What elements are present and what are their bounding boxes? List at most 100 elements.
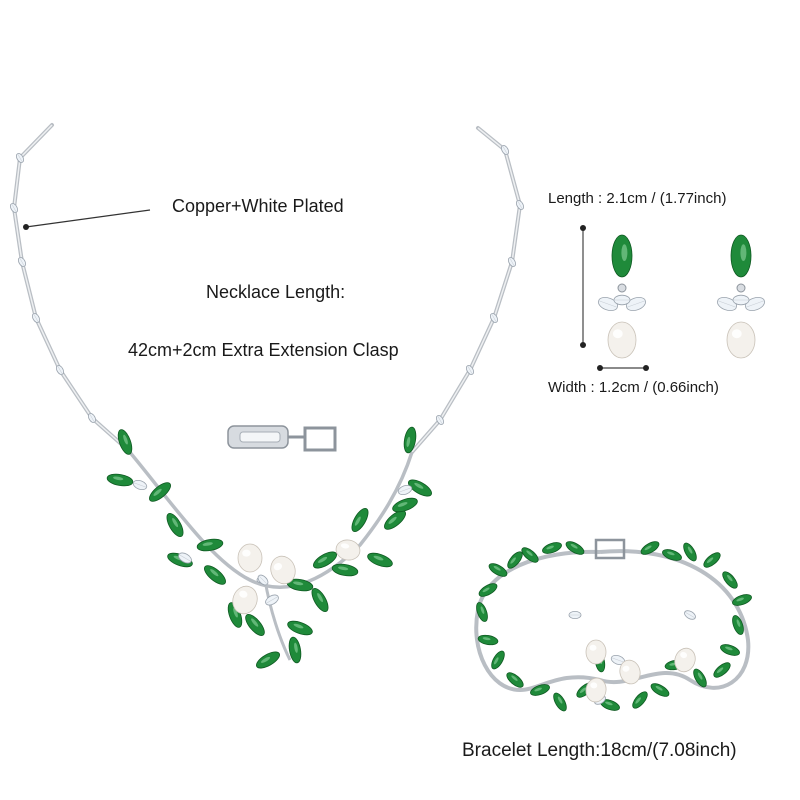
- pearl: [585, 677, 607, 703]
- emerald-leaf: [196, 538, 224, 552]
- crystal: [684, 610, 696, 620]
- pearl: [335, 539, 361, 561]
- pearl: [607, 321, 637, 359]
- bracelet-length-label: Bracelet Length:18cm/(7.08inch): [462, 740, 737, 761]
- emerald-leaf: [311, 588, 329, 612]
- emerald-leaf: [611, 234, 633, 278]
- crystal: [465, 365, 475, 375]
- emerald-leaf: [730, 234, 752, 278]
- crystal: [500, 145, 510, 155]
- earring-width-label: Width : 1.2cm / (0.66inch): [548, 379, 719, 396]
- crystal: [613, 294, 631, 306]
- crystal: [55, 365, 65, 375]
- emerald-leaf: [117, 429, 133, 455]
- emerald-leaf: [491, 650, 505, 670]
- emerald-leaf: [693, 668, 707, 688]
- crystal: [9, 203, 19, 213]
- emerald-leaf: [288, 636, 302, 664]
- emerald-leaf: [542, 542, 562, 554]
- emerald-leaf: [106, 473, 134, 487]
- emerald-leaf: [403, 426, 417, 454]
- clasp-loop: [303, 426, 337, 452]
- emerald-leaf: [204, 565, 226, 585]
- bracelet-image: [474, 538, 752, 712]
- necklace-length-heading: Necklace Length:: [206, 282, 346, 302]
- emerald-leaf: [478, 583, 498, 597]
- emerald-leaf: [166, 513, 184, 537]
- emerald-leaf: [732, 615, 744, 635]
- crystal: [31, 313, 41, 323]
- emerald-leaf: [521, 547, 539, 563]
- crystal: [716, 297, 738, 311]
- emerald-leaf: [392, 497, 418, 513]
- emerald-leaf: [662, 549, 682, 561]
- emerald-leaf: [640, 541, 660, 555]
- emerald-leaf: [507, 551, 523, 569]
- necklace-length-value: 42cm+2cm Extra Extension Clasp: [128, 340, 399, 360]
- extension-clasp-image: [227, 425, 337, 452]
- crystal: [178, 552, 192, 564]
- emerald-leaf: [565, 541, 585, 555]
- crystal: [265, 594, 279, 606]
- pearl: [270, 555, 296, 585]
- pearl: [674, 647, 696, 673]
- crystal: [507, 257, 517, 267]
- emerald-leaf: [600, 699, 620, 711]
- emerald-leaf: [477, 634, 499, 646]
- emerald-leaf: [287, 620, 313, 636]
- pearl: [619, 659, 641, 685]
- crystal: [732, 294, 750, 306]
- crystal: [15, 153, 25, 163]
- emerald-leaf: [476, 602, 488, 622]
- crystal: [515, 200, 525, 210]
- pearl: [726, 321, 756, 359]
- crystal: [610, 654, 626, 666]
- emerald-leaf: [313, 551, 337, 569]
- crystal: [568, 611, 582, 619]
- pearl: [585, 639, 607, 665]
- crystal: [17, 257, 27, 267]
- crystal: [597, 297, 619, 311]
- bracelet-band: [474, 549, 751, 693]
- emerald-leaf: [720, 644, 740, 656]
- crystal: [744, 297, 766, 311]
- crystal: [132, 479, 148, 491]
- emerald-leaf: [530, 684, 550, 696]
- emerald-leaf: [553, 692, 567, 712]
- material-label: Copper+White Plated: [172, 196, 344, 216]
- necklace-chain: [12, 123, 130, 452]
- emerald-leaf: [331, 563, 359, 577]
- emerald-leaf: [245, 614, 265, 636]
- emerald-leaf: [149, 482, 171, 502]
- emerald-leaf: [713, 662, 731, 678]
- emerald-leaf: [732, 594, 752, 606]
- emerald-leaf: [506, 672, 524, 688]
- earrings-image: [597, 234, 766, 359]
- crystal: [625, 297, 647, 311]
- emerald-leaf: [488, 563, 508, 577]
- emerald-leaf: [384, 510, 406, 530]
- pearl: [237, 543, 263, 573]
- emerald-leaf: [722, 571, 738, 589]
- emerald-leaf: [408, 479, 432, 497]
- emerald-leaf: [683, 542, 697, 562]
- bracelet-clasp: [594, 538, 626, 560]
- emerald-leaf: [351, 508, 369, 532]
- crystal: [87, 413, 97, 423]
- necklace-image: [9, 123, 525, 669]
- emerald-leaf: [256, 651, 280, 669]
- crystal: [489, 313, 499, 323]
- pearl: [232, 585, 258, 615]
- emerald-leaf: [703, 552, 721, 568]
- crystal: [435, 415, 445, 425]
- material-pointer-line: [25, 209, 151, 228]
- earring-length-label: Length : 2.1cm / (1.77inch): [548, 190, 727, 207]
- emerald-leaf: [632, 691, 648, 709]
- necklace-chain: [410, 126, 522, 454]
- crystal: [257, 574, 269, 586]
- emerald-leaf: [650, 683, 670, 697]
- crystal: [397, 484, 413, 496]
- emerald-leaf: [367, 552, 393, 568]
- dimension-lines: [23, 209, 649, 371]
